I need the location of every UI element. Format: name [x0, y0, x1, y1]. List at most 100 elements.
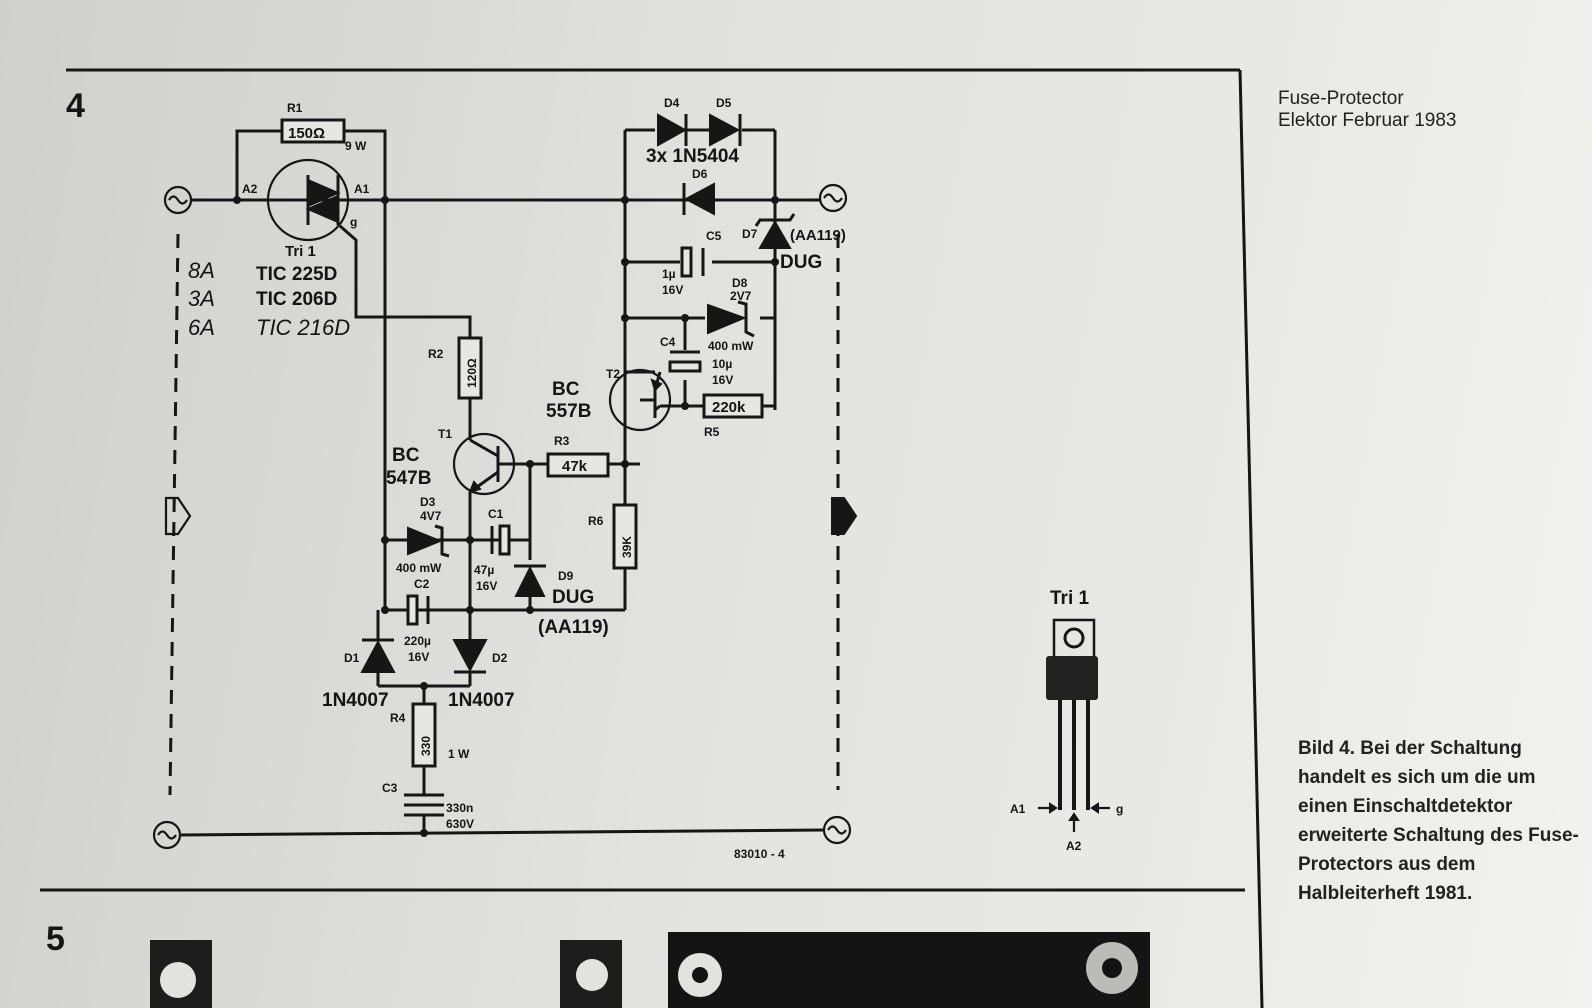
c5-value: 1µ [662, 267, 676, 281]
t2-type-line1: BC [552, 379, 580, 400]
zener-d8: D8 2V7 400 mW [707, 276, 755, 353]
r4-ref: R4 [390, 711, 406, 725]
d8-value: 2V7 [730, 289, 752, 303]
r6-value: 39K [620, 536, 634, 558]
triac-pin-a1: A1 [354, 182, 370, 196]
pinout-title: Tri 1 [1050, 588, 1090, 609]
d7-alt: DUG [780, 252, 822, 273]
transistor-t2: T2 BC 557B [546, 367, 672, 432]
d1-type: 1N4007 [322, 690, 389, 711]
figure-5-fragment [150, 932, 1150, 1008]
t1-type-line1: BC [392, 445, 420, 466]
transistor-t1: T1 BC 547B [386, 427, 520, 496]
load-arrow-left-icon [164, 496, 192, 536]
c2-ref: C2 [414, 577, 430, 591]
r5-ref: R5 [704, 425, 720, 439]
triac-tri1: A2 A1 g Tri 1 TIC 225D TIC 206D 8A 3A 6A… [188, 158, 370, 340]
d2-type: 1N4007 [448, 690, 515, 711]
c1-voltage: 16V [476, 579, 497, 593]
zener-d3: D3 4V7 400 mW [396, 495, 450, 575]
d8-power: 400 mW [708, 339, 754, 353]
c4-voltage: 16V [712, 373, 733, 387]
resistor-r2: 120Ω R2 [428, 336, 483, 400]
r1-value: 150Ω [288, 125, 325, 142]
d5-ref: D5 [716, 96, 732, 110]
d7-type: (AA119) [790, 227, 846, 244]
handwritten-triac-type: TIC 216D [256, 315, 350, 340]
d8-ref: D8 [732, 276, 748, 290]
r5-value: 220k [712, 399, 746, 416]
capacitor-c1: C1 47µ 16V [474, 507, 511, 593]
r3-value: 47k [562, 458, 588, 475]
t1-ref: T1 [438, 427, 452, 441]
page-column-rule [1238, 69, 1264, 1008]
junction-dots [233, 196, 779, 837]
diode-d5: D5 [709, 96, 742, 147]
triac-type-1: TIC 225D [256, 264, 337, 285]
d9-ref: D9 [558, 569, 574, 583]
r2-ref: R2 [428, 347, 444, 361]
triac-pin-g: g [350, 215, 357, 229]
header-source: Elektor Februar 1983 [1278, 110, 1457, 131]
d6-ref: D6 [692, 167, 708, 181]
d3-power: 400 mW [396, 561, 442, 575]
capacitor-c5: C5 1µ 16V [662, 229, 722, 297]
next-figure-number: 5 [46, 920, 65, 958]
pinout-g-label: g [1116, 802, 1123, 816]
r2-value: 120Ω [465, 358, 479, 388]
capacitor-c4: C4 10µ 16V [660, 335, 733, 387]
d9-alt: (AA119) [538, 617, 609, 638]
handwritten-current-2: 3A [188, 286, 215, 311]
t1-type-line2: 547B [386, 468, 431, 489]
d9-type: DUG [552, 587, 594, 608]
d2-ref: D2 [492, 651, 508, 665]
r4-value: 330 [419, 736, 433, 756]
figure-caption: Bild 4. Bei der Schaltung handelt es sic… [1298, 738, 1579, 904]
pinout-a2-label: A2 [1066, 839, 1082, 853]
capacitor-c2: C2 220µ 16V [404, 577, 431, 664]
diode-d6: D6 [682, 167, 715, 216]
diode-d7: D7 (AA119) DUG [742, 213, 846, 273]
resistor-r4: 330 R4 1 W [390, 702, 470, 768]
capacitor-c3: C3 330n 630V [382, 781, 474, 831]
diode-d2: D2 1N4007 [448, 639, 515, 711]
wiring [179, 128, 825, 837]
d4-d5-d6-type: 3x 1N5404 [646, 146, 739, 167]
r6-ref: R6 [588, 514, 604, 528]
figure-header-note: Fuse-Protector Elektor Februar 1983 [1278, 88, 1457, 132]
t2-type-line2: 557B [546, 401, 591, 422]
handwritten-current-1: 8A [188, 258, 215, 283]
c2-voltage: 16V [408, 650, 429, 664]
header-title: Fuse-Protector [1278, 88, 1404, 109]
c5-ref: C5 [706, 229, 722, 243]
triac-pin-a2: A2 [242, 182, 258, 196]
handwritten-current-3: 6A [188, 315, 215, 340]
d7-ref: D7 [742, 227, 758, 241]
terminal-top-right [818, 183, 848, 213]
t2-ref: T2 [606, 367, 620, 381]
c4-value: 10µ [712, 357, 732, 371]
r1-ref: R1 [287, 101, 303, 115]
drawing-code: 83010 - 4 [734, 847, 785, 861]
diode-d4: D4 [657, 96, 710, 147]
r4-note: 1 W [448, 747, 470, 761]
terminal-bottom-right [822, 815, 852, 845]
c3-voltage: 630V [446, 817, 474, 831]
c4-ref: C4 [660, 335, 676, 349]
c3-value: 330n [446, 801, 473, 815]
terminal-top-left [163, 185, 193, 215]
d1-ref: D1 [344, 651, 360, 665]
d4-ref: D4 [664, 96, 680, 110]
r1-note: 9 W [345, 139, 367, 153]
d3-value: 4V7 [420, 509, 442, 523]
resistor-r6: 39K R6 [588, 503, 638, 570]
c3-ref: C3 [382, 781, 398, 795]
triac-ref: Tri 1 [285, 243, 316, 260]
triac-type-2: TIC 206D [256, 289, 337, 310]
diode-d9: D9 DUG (AA119) [514, 564, 609, 638]
diode-d1: D1 1N4007 [322, 638, 396, 711]
dashed-line-left [168, 233, 180, 796]
resistor-r3: 47k R3 [546, 434, 610, 478]
